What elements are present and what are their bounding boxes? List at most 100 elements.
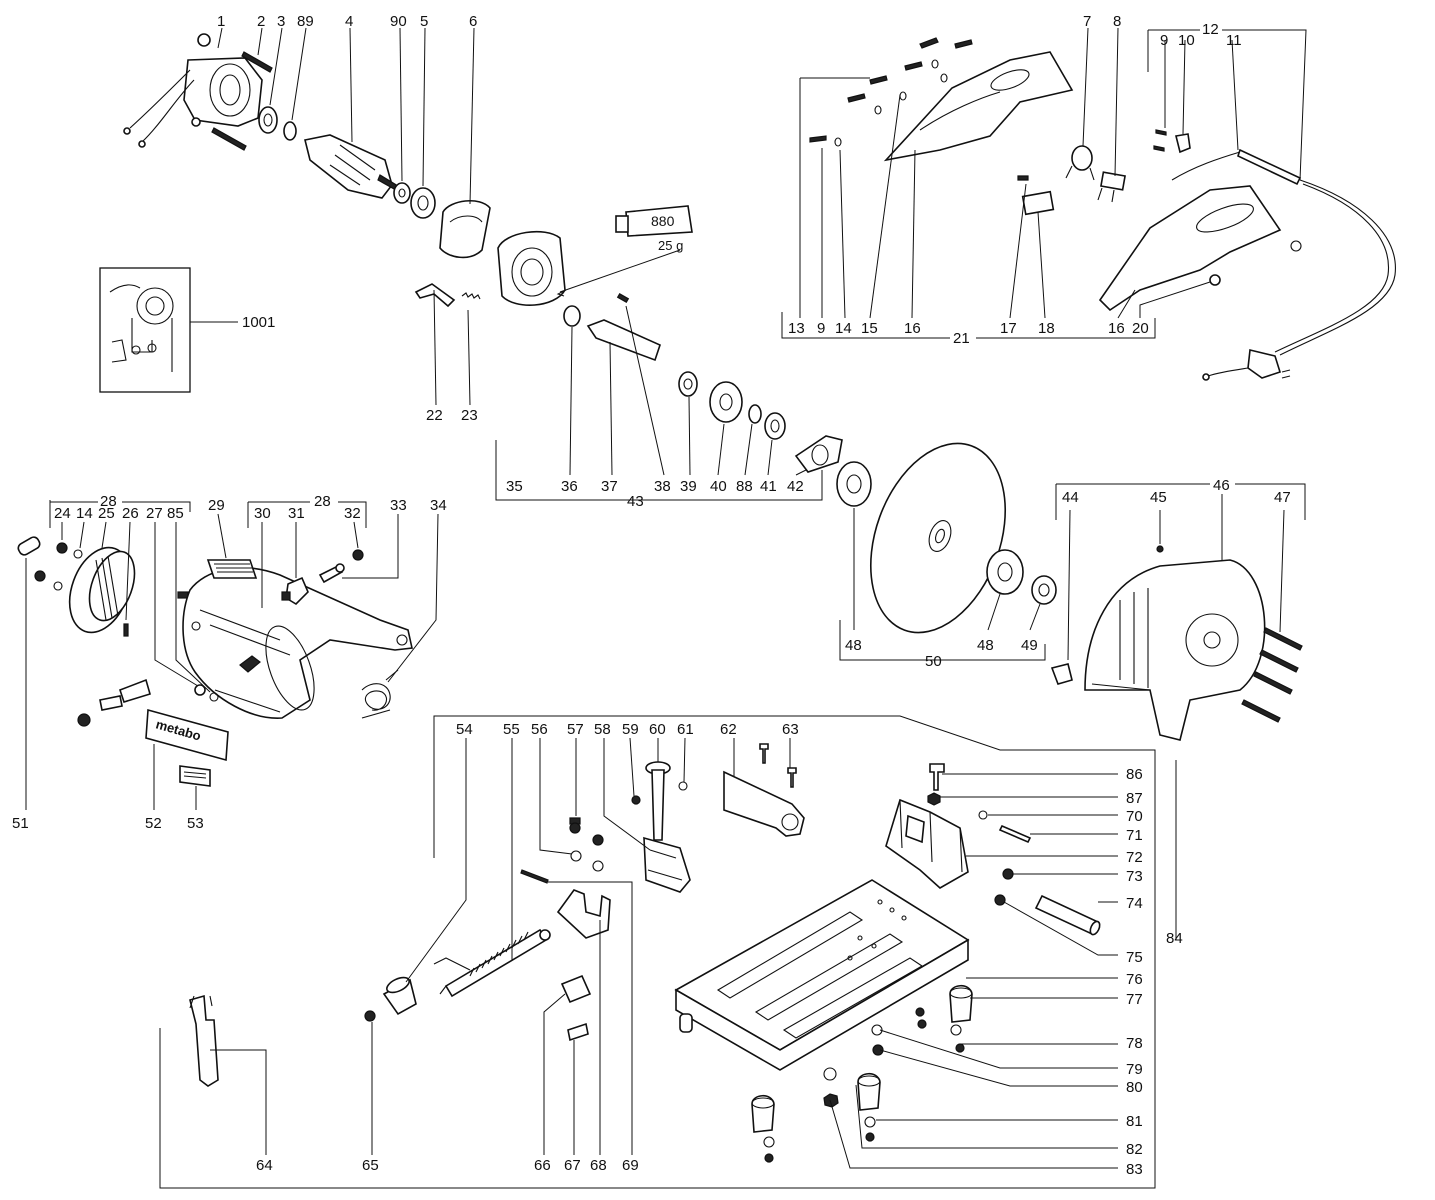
nut-32 — [352, 549, 364, 561]
feet-77 — [751, 984, 973, 1133]
screw-45 — [1156, 545, 1164, 553]
wrench-64 — [189, 994, 219, 1087]
leader-lines-mid-right — [839, 483, 1306, 661]
fence-72 — [885, 798, 969, 889]
label-27: 27 — [146, 505, 163, 522]
label-54: 54 — [456, 721, 473, 738]
label-37: 37 — [601, 478, 618, 495]
screw-73 — [1002, 868, 1014, 880]
label-3: 3 — [277, 13, 285, 30]
label-21: 21 — [953, 330, 970, 347]
bracket-62 — [723, 770, 805, 837]
washer-90 — [393, 182, 411, 204]
label-44: 44 — [1062, 489, 1079, 506]
label-38: 38 — [654, 478, 671, 495]
bearing-41 — [764, 412, 786, 440]
screws-57 — [569, 817, 604, 872]
suppressor-8 — [1097, 171, 1126, 203]
label-60: 60 — [649, 721, 666, 738]
label-80: 80 — [1126, 1079, 1143, 1096]
pin-60 — [645, 761, 671, 841]
label-69: 69 — [622, 1157, 639, 1174]
label-86: 86 — [1126, 766, 1143, 783]
label-30: 30 — [254, 505, 271, 522]
label-35: 35 — [506, 478, 523, 495]
label-7: 7 — [1083, 13, 1091, 30]
washer-89 — [283, 121, 297, 141]
label-28-mid: 28 — [314, 493, 331, 510]
label-39: 39 — [680, 478, 697, 495]
label-78: 78 — [1126, 1035, 1143, 1052]
label-16: 16 — [904, 320, 921, 337]
label-48-right: 48 — [977, 637, 994, 654]
label-83: 83 — [1126, 1161, 1143, 1178]
bolt-86 — [929, 763, 945, 791]
label-47: 47 — [1274, 489, 1291, 506]
cable-11 — [1171, 148, 1396, 381]
label-6: 6 — [469, 13, 477, 30]
screw-2 — [241, 51, 273, 73]
label-48-left: 48 — [845, 637, 862, 654]
label-87: 87 — [1126, 790, 1143, 807]
screws-top — [809, 37, 973, 147]
label-14-top: 14 — [835, 320, 852, 337]
parts-26-27 — [77, 678, 219, 727]
label-59: 59 — [622, 721, 639, 738]
label-16b: 16 — [1108, 320, 1125, 337]
cable-clamp-10 — [1153, 129, 1191, 154]
label-58: 58 — [594, 721, 611, 738]
leader-lines-top-right — [781, 27, 1307, 339]
screw-65 — [364, 1010, 376, 1022]
pin-71 — [998, 824, 1032, 844]
label-29 — [206, 559, 258, 579]
block-44 — [1050, 663, 1073, 685]
clamp-bracket-68 — [556, 889, 611, 939]
label-56: 56 — [531, 721, 548, 738]
label-25: 25 — [98, 505, 115, 522]
label-15: 15 — [861, 320, 878, 337]
label-84: 84 — [1166, 930, 1183, 947]
ring-70 — [978, 810, 988, 820]
label-90: 90 — [390, 13, 407, 30]
label-57: 57 — [567, 721, 584, 738]
label-18: 18 — [1038, 320, 1055, 337]
vise-spindle-55 — [433, 928, 551, 998]
label-72: 72 — [1126, 849, 1143, 866]
label-2: 2 — [257, 13, 265, 30]
spindle-37 — [586, 319, 661, 362]
label-67: 67 — [564, 1157, 581, 1174]
label-61: 61 — [677, 721, 694, 738]
knob-25 — [68, 546, 136, 634]
armature-4 — [304, 134, 399, 199]
nut-87 — [927, 792, 941, 806]
flange-48-inner — [836, 461, 872, 507]
nut-59 — [631, 795, 641, 805]
flange-42 — [794, 435, 843, 473]
label-89: 89 — [297, 13, 314, 30]
key-38 — [616, 292, 630, 304]
label-68: 68 — [590, 1157, 607, 1174]
bolts-47 — [1241, 627, 1303, 723]
cutting-disc — [869, 442, 1007, 634]
label-1: 1 — [217, 13, 225, 30]
label-32: 32 — [344, 505, 361, 522]
switch-18 — [1021, 190, 1055, 216]
label-20: 20 — [1132, 320, 1149, 337]
label-50: 50 — [925, 653, 942, 670]
label-40: 40 — [710, 478, 727, 495]
fan-baffle-6 — [439, 200, 491, 259]
label-79: 79 — [1126, 1061, 1143, 1078]
bearing-36 — [563, 305, 581, 327]
screw-lower — [211, 127, 247, 151]
label-17: 17 — [1000, 320, 1017, 337]
label-52: 52 — [145, 815, 162, 832]
label-24: 24 — [54, 505, 71, 522]
leader-lines-mid-left — [25, 500, 439, 810]
small-parts-24-14 — [34, 542, 189, 637]
label-82: 82 — [1126, 1141, 1143, 1158]
label-22: 22 — [426, 407, 443, 424]
label-12: 12 — [1202, 21, 1219, 38]
handle-cover-16b — [1098, 185, 1302, 312]
vise-jaw-58 — [643, 836, 691, 893]
small-fasteners-78-83 — [763, 1007, 965, 1163]
